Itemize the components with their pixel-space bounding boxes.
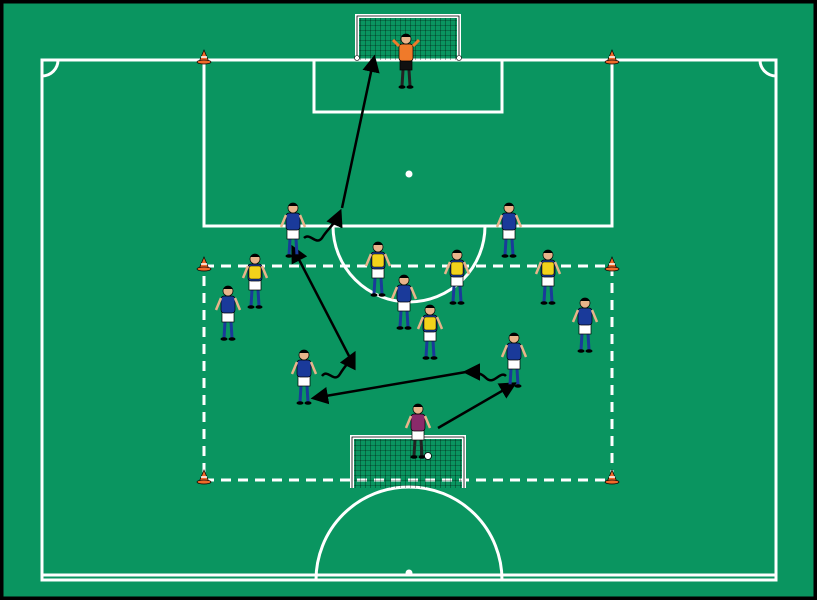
shot-arrow — [340, 54, 380, 209]
corner-arc-left — [41, 59, 60, 78]
penalty-spot — [405, 170, 413, 178]
dribble-line — [321, 350, 356, 379]
dribble-line — [462, 363, 507, 382]
pass-arrow — [437, 382, 518, 430]
small-goal — [350, 435, 466, 488]
ball — [424, 452, 432, 460]
corner-arc-right — [758, 59, 777, 78]
movements — [291, 54, 518, 430]
center-spot — [405, 569, 413, 577]
pass-arrow — [310, 370, 467, 405]
pass-arrow — [291, 244, 351, 357]
dribble-line — [303, 208, 343, 242]
